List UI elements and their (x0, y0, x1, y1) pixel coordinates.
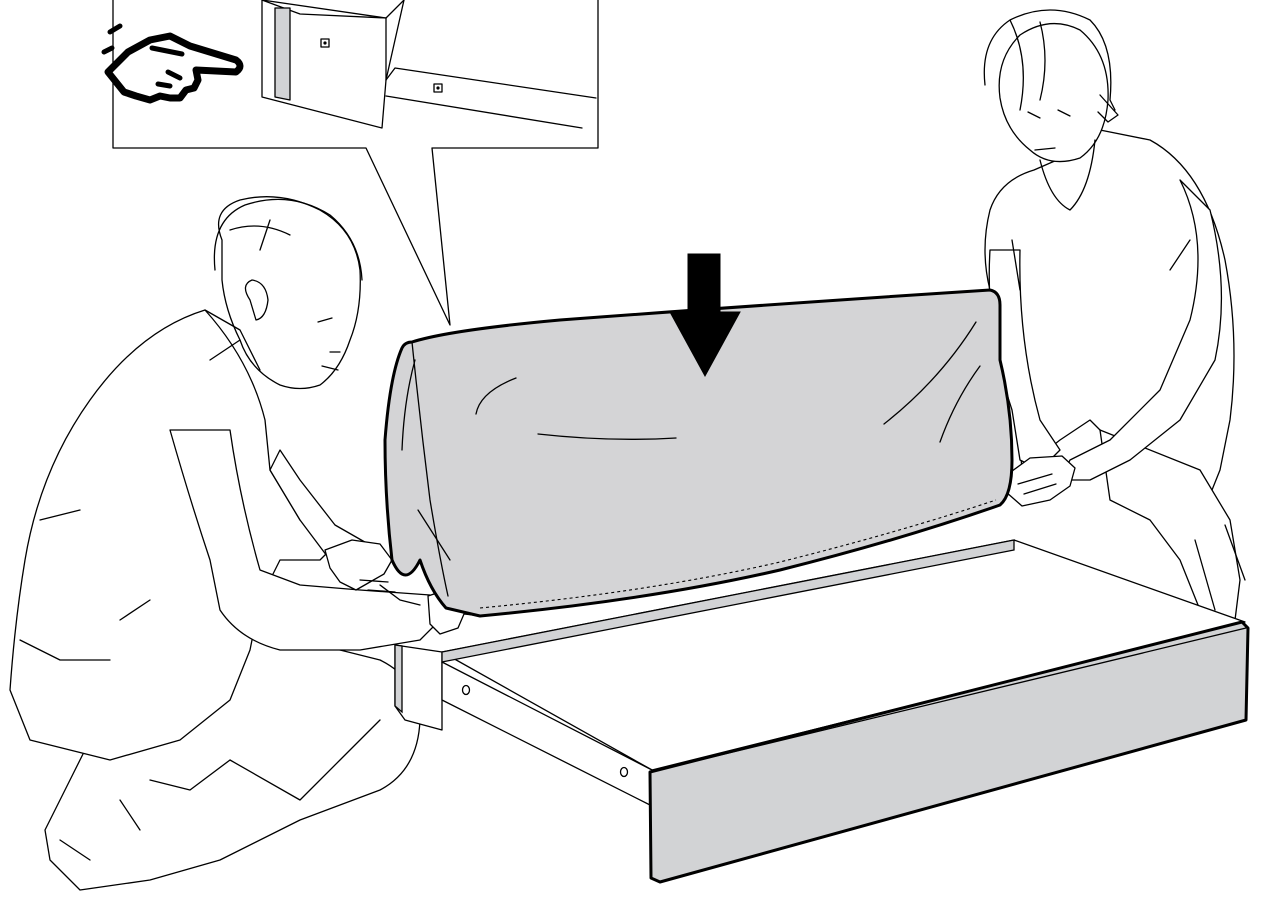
right-person (984, 10, 1245, 620)
left-person-hand-back (325, 540, 392, 590)
rail-hole-2 (621, 768, 628, 777)
right-person-hand (1006, 456, 1075, 506)
rail-hole-1 (463, 686, 470, 695)
right-person-head (999, 24, 1108, 162)
